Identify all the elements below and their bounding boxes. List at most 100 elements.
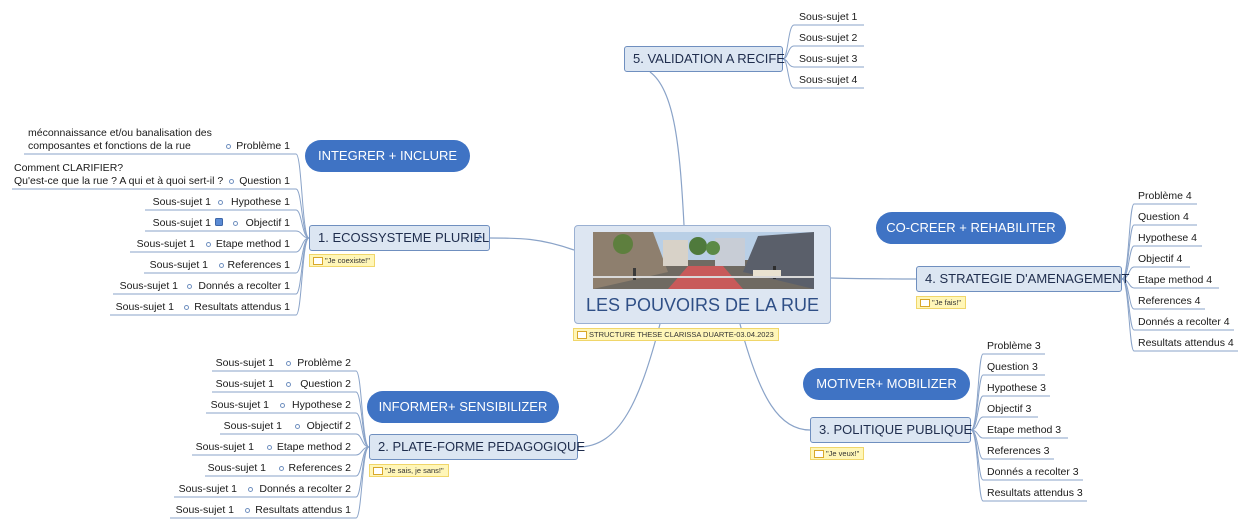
b4-item-8[interactable]: Resultats attendus 4 xyxy=(1138,337,1234,349)
b2-item-6[interactable]: References 2 xyxy=(288,462,351,474)
b3-item-7[interactable]: Donnés a recolter 3 xyxy=(987,466,1079,478)
b4-item-7[interactable]: Donnés a recolter 4 xyxy=(1138,316,1230,328)
branch-3-note-text: "Je veux!" xyxy=(826,449,860,458)
b3-item-1[interactable]: Problème 3 xyxy=(987,340,1041,352)
b1-sub-8[interactable]: Sous-sujet 1 xyxy=(115,301,174,313)
b2-sub-2[interactable]: Sous-sujet 1 xyxy=(215,378,274,390)
note-icon xyxy=(577,331,587,339)
b2-sub-5[interactable]: Sous-sujet 1 xyxy=(195,441,254,453)
b2-item-3[interactable]: Hypothese 2 xyxy=(292,399,351,411)
attachment-icon xyxy=(474,234,483,243)
b2-sub-3[interactable]: Sous-sujet 1 xyxy=(210,399,269,411)
b5-item-1[interactable]: Sous-sujet 1 xyxy=(799,11,858,23)
link-central-b4 xyxy=(830,277,917,280)
link-b5-1 xyxy=(782,45,795,60)
b1-item-5[interactable]: Etape method 1 xyxy=(215,238,290,250)
branch-2-note-text: "Je sais, je sans!" xyxy=(385,466,444,475)
branch-1-note-text: "Je coexiste!" xyxy=(325,256,370,265)
b2-sub-4[interactable]: Sous-sujet 1 xyxy=(223,420,282,432)
b4-item-6[interactable]: References 4 xyxy=(1138,295,1201,307)
b1-sub-3[interactable]: Sous-sujet 1 xyxy=(152,196,211,208)
link-central-b3 xyxy=(739,323,811,431)
branch-1-topic[interactable]: 1. ECOSSYSTEME PLURIEL xyxy=(309,225,490,251)
note-icon xyxy=(215,218,223,226)
b1-sub-2[interactable]: Comment CLARIFIER? Qu'est-ce que la rue … xyxy=(14,162,224,187)
b3-item-4[interactable]: Objectif 3 xyxy=(987,403,1032,415)
b1-sub-6[interactable]: Sous-sujet 1 xyxy=(149,259,208,271)
b1-item-1[interactable]: Problème 1 xyxy=(236,140,290,152)
b3-item-3[interactable]: Hypothese 3 xyxy=(987,382,1046,394)
b5-item-4[interactable]: Sous-sujet 4 xyxy=(799,74,858,86)
link-b5-0 xyxy=(782,24,795,60)
branch-3-topic[interactable]: 3. POLITIQUE PUBLIQUE xyxy=(810,417,973,443)
collapse-dot-icon xyxy=(233,221,238,226)
central-title: LES POUVOIRS DE LA RUE xyxy=(585,295,820,315)
branch-2-topic[interactable]: 2. PLATE-FORME PEDAGOGIQUE xyxy=(369,434,585,460)
b4-item-1[interactable]: Problème 4 xyxy=(1138,190,1192,202)
collapse-dot-icon xyxy=(218,200,223,205)
b2-sub-1[interactable]: Sous-sujet 1 xyxy=(215,357,274,369)
branch-2-label: 2. PLATE-FORME PEDAGOGIQUE xyxy=(378,439,586,454)
b4-item-2[interactable]: Question 4 xyxy=(1138,211,1189,223)
b1-sub-1[interactable]: méconnaissance et/ou banalisation des co… xyxy=(28,127,212,152)
b1-sub-7[interactable]: Sous-sujet 1 xyxy=(119,280,178,292)
link-b1-6 xyxy=(295,237,310,295)
b1-item-2[interactable]: Question 1 xyxy=(239,175,290,187)
b3-item-8[interactable]: Resultats attendus 3 xyxy=(987,487,1083,499)
tag-integrer-inclure[interactable]: INTEGRER + INCLURE xyxy=(305,140,470,172)
b4-item-4[interactable]: Objectif 4 xyxy=(1138,253,1183,265)
b2-sub-6[interactable]: Sous-sujet 1 xyxy=(207,462,266,474)
central-note[interactable]: STRUCTURE THESE CLARISSA DUARTE-03.04.20… xyxy=(573,328,779,341)
b2-item-7[interactable]: Donnés a recolter 2 xyxy=(259,483,351,495)
collapse-dot-icon xyxy=(267,445,272,450)
link-b4-7 xyxy=(1121,278,1135,352)
link-b1-3 xyxy=(295,230,310,239)
b2-item-8[interactable]: Resultats attendus 1 xyxy=(255,504,351,516)
b3-item-6[interactable]: References 3 xyxy=(987,445,1050,457)
branch-3-note[interactable]: "Je veux!" xyxy=(810,447,865,460)
b2-item-5[interactable]: Etape method 2 xyxy=(276,441,351,453)
b1-item-6[interactable]: References 1 xyxy=(227,259,290,271)
branch-4-note[interactable]: "Je fais!" xyxy=(916,296,967,309)
link-b3-7 xyxy=(970,429,984,502)
b2-item-1[interactable]: Problème 2 xyxy=(297,357,351,369)
b2-sub-8[interactable]: Sous-sujet 1 xyxy=(175,504,234,516)
branch-4-topic[interactable]: 4. STRATEGIE D'AMENAGEMENT xyxy=(916,266,1130,292)
b1-item-4[interactable]: Objectif 1 xyxy=(245,217,290,229)
tag-informer-sensibilizer[interactable]: INFORMER+ SENSIBILIZER xyxy=(367,391,559,423)
link-b2-7 xyxy=(355,446,370,519)
b5-item-2[interactable]: Sous-sujet 2 xyxy=(799,32,858,44)
branch-5-label: 5. VALIDATION A RECIFE xyxy=(633,51,785,66)
tag-cocreer-rehabiliter[interactable]: CO-CREER + REHABILITER xyxy=(876,212,1066,244)
collapse-dot-icon xyxy=(286,382,291,387)
branch-5-topic[interactable]: 5. VALIDATION A RECIFE xyxy=(624,46,785,72)
link-b5-3 xyxy=(782,58,795,89)
link-b2-1 xyxy=(355,391,370,448)
branch-1-note[interactable]: "Je coexiste!" xyxy=(309,254,375,267)
b1-sub-4[interactable]: Sous-sujet 1 xyxy=(152,217,211,229)
b5-item-3[interactable]: Sous-sujet 3 xyxy=(799,53,858,65)
link-b2-2 xyxy=(355,412,370,448)
b3-item-2[interactable]: Question 3 xyxy=(987,361,1038,373)
collapse-dot-icon xyxy=(245,508,250,513)
b4-item-5[interactable]: Etape method 4 xyxy=(1138,274,1213,286)
link-b3-3 xyxy=(970,416,984,431)
b2-item-4[interactable]: Objectif 2 xyxy=(306,420,351,432)
b3-item-5[interactable]: Etape method 3 xyxy=(987,424,1062,436)
b1-item-3[interactable]: Hypothese 1 xyxy=(231,196,290,208)
collapse-dot-icon xyxy=(206,242,211,247)
note-icon xyxy=(313,257,323,265)
b2-sub-7[interactable]: Sous-sujet 1 xyxy=(178,483,237,495)
b1-sub-5[interactable]: Sous-sujet 1 xyxy=(136,238,195,250)
b1-item-8[interactable]: Resultats attendus 1 xyxy=(194,301,290,313)
central-note-text: STRUCTURE THESE CLARISSA DUARTE-03.04.20… xyxy=(589,330,774,339)
b4-item-3[interactable]: Hypothese 4 xyxy=(1138,232,1197,244)
central-topic[interactable]: LES POUVOIRS DE LA RUE xyxy=(574,225,831,324)
collapse-dot-icon xyxy=(219,263,224,268)
branch-3-label: 3. POLITIQUE PUBLIQUE xyxy=(819,422,973,437)
b2-item-2[interactable]: Question 2 xyxy=(300,378,351,390)
tag-motiver-mobilizer[interactable]: MOTIVER+ MOBILIZER xyxy=(803,368,970,400)
branch-2-note[interactable]: "Je sais, je sans!" xyxy=(369,464,449,477)
b1-item-7[interactable]: Donnés a recolter 1 xyxy=(198,280,290,292)
note-icon xyxy=(920,299,930,307)
